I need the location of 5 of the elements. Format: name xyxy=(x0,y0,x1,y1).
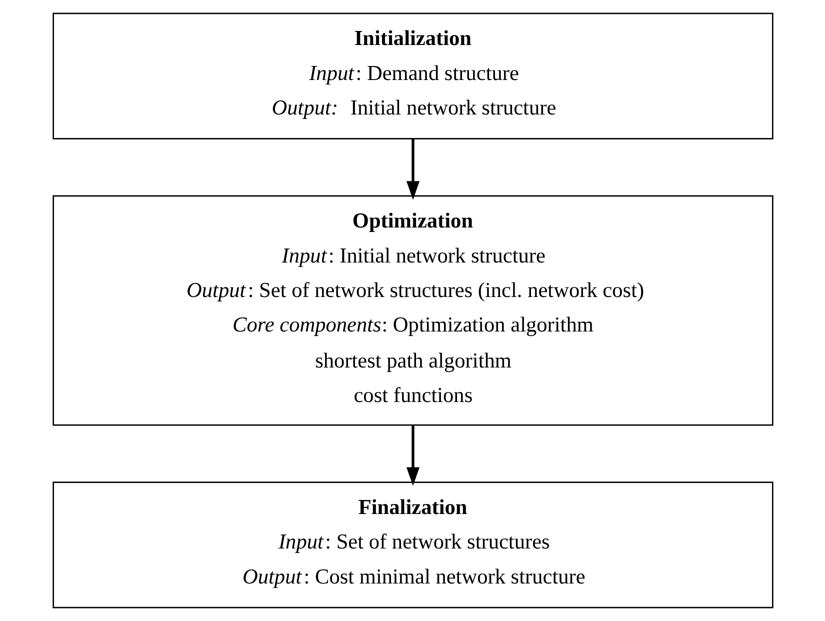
arrow xyxy=(406,138,420,200)
node-box: Finalization Input: Set of network structures Output: Cost minimal network structure xyxy=(52,482,773,608)
node-box: Initialization Input: Demand structure Output: Initial network structure xyxy=(52,12,773,140)
arrow xyxy=(406,425,420,486)
node-box: Optimization Input: Initial network structure Output: Set of network structures (incl. network cost) Core components: Optimization algorithm shortest path algorithm cost functions xyxy=(52,195,773,426)
